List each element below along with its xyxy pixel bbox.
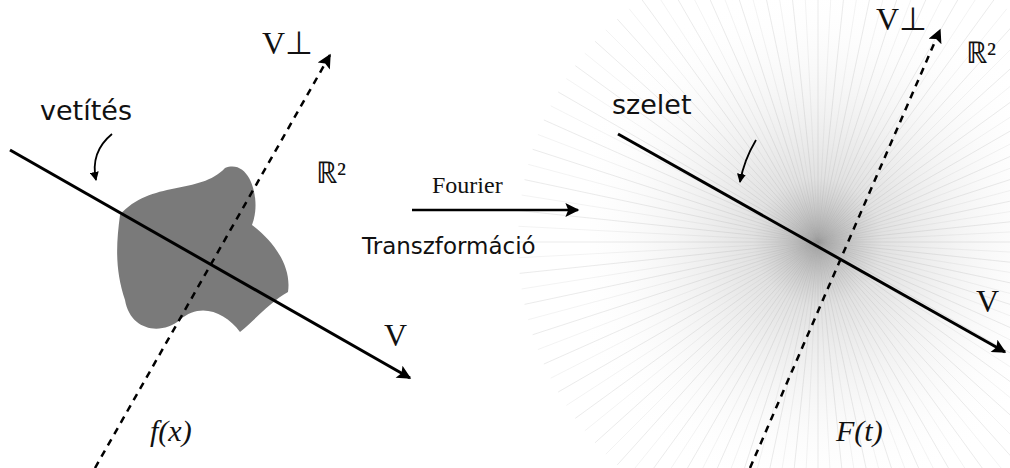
- spectrum-ray: [595, 41, 1010, 442]
- projection-axis: [10, 150, 410, 378]
- spectrum-ray: [566, 79, 1010, 406]
- spectrum-ray: [522, 195, 1010, 289]
- transform-arrow: [412, 209, 578, 212]
- axis-name: V⊥: [262, 26, 313, 61]
- projection-label: vetítés: [40, 96, 132, 126]
- function-name: f(x): [150, 414, 192, 447]
- function-name: F(t): [836, 414, 883, 447]
- spectrum-ray: [696, 0, 940, 468]
- transform-label: Transzformáció: [362, 234, 536, 259]
- spectrum-ray: [629, 9, 1007, 468]
- spectrum-ray: [642, 0, 995, 468]
- spectrum-ray: [551, 106, 1010, 378]
- spectrum-ray: [575, 66, 1010, 419]
- spectrum-ray: [682, 0, 954, 468]
- fourier-spectrum: [518, 0, 1010, 468]
- pointer-curve: [740, 140, 756, 182]
- spectrum-ray: [740, 0, 895, 468]
- spectrum-ray: [544, 120, 1010, 364]
- spectrum-ray: [525, 180, 1010, 305]
- spectrum-ray: [538, 134, 1010, 349]
- spectrum-ray: [538, 134, 1010, 349]
- perp-axis: [750, 30, 940, 468]
- axis-name: V: [384, 318, 407, 353]
- space-name: ℝ²: [966, 36, 996, 69]
- spectrum-ray: [520, 211, 1010, 274]
- spectrum-ray: [518, 242, 1010, 243]
- object-blob: [117, 166, 288, 332]
- axis-name: V⊥: [876, 2, 927, 37]
- spectrum-ray: [544, 120, 1010, 364]
- spectrum-ray: [566, 79, 1010, 406]
- spectrum-ray: [575, 66, 1010, 419]
- spectrum-ray: [668, 0, 968, 468]
- spectrum-ray: [725, 0, 910, 468]
- spectrum-ray: [528, 164, 1010, 319]
- space-name: ℝ²: [316, 156, 346, 189]
- slice-axis: [618, 134, 1005, 352]
- pointer-curve: [95, 134, 112, 180]
- spectrum-ray: [518, 226, 1010, 257]
- spectrum-ray: [533, 149, 1010, 334]
- spectrum-ray: [606, 30, 1010, 454]
- spectrum-ray: [522, 195, 1010, 289]
- spectrum-ray: [525, 180, 1010, 305]
- spectrum-ray: [655, 0, 982, 468]
- transform-label: Fourier: [432, 172, 503, 198]
- spectrum-ray: [595, 41, 1010, 442]
- spectrum-ray: [520, 211, 1010, 274]
- spectrum-ray: [606, 30, 1010, 454]
- axis-name: V: [976, 284, 999, 319]
- spectrum-ray: [551, 106, 1010, 378]
- slice-label: szelet: [612, 90, 692, 120]
- spectrum-ray: [756, 0, 881, 468]
- spectrum-ray: [585, 53, 1010, 431]
- spectrum-ray: [558, 92, 1010, 392]
